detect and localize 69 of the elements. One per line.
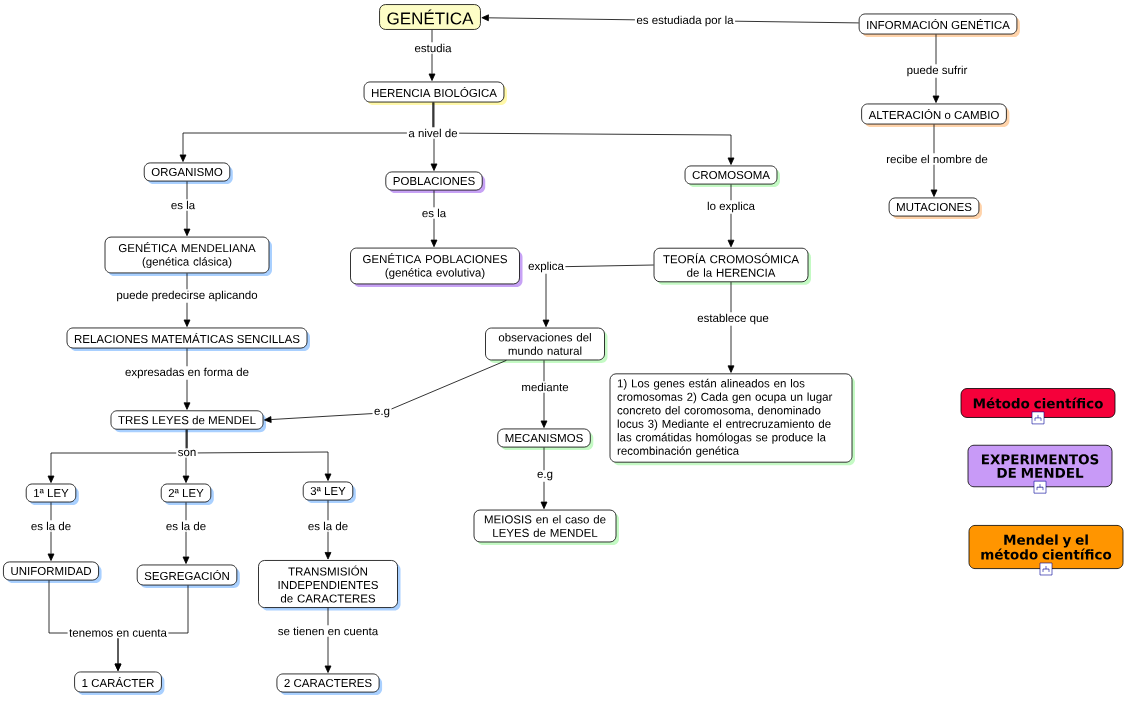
- edge-label: e.g: [535, 470, 555, 482]
- edge-label: expresadas en forma de: [123, 366, 251, 380]
- edge-label: puede sufrir: [905, 64, 969, 78]
- edge-label: a nivel de: [406, 127, 460, 139]
- concept-box: 2ª LEY: [160, 483, 214, 506]
- concept-box: ALTERACIÓN o CAMBIO: [861, 103, 1010, 128]
- edge-label: e.g: [372, 407, 392, 419]
- concept-box: UNIFORMIDAD: [3, 561, 102, 584]
- concept-box: MECANISMOS: [497, 428, 594, 451]
- arrow: [930, 124, 938, 197]
- concept-box: POBLACIONES: [385, 171, 486, 194]
- arrow: [727, 281, 735, 373]
- arrow: [932, 34, 940, 103]
- edge-label: es la de: [306, 520, 350, 532]
- edge-label: es estudiada por la: [634, 14, 736, 28]
- arrow: [540, 447, 548, 510]
- edge-label: explica: [526, 260, 566, 274]
- edge-label: es la de: [164, 520, 208, 532]
- arrow: [182, 429, 190, 483]
- edge-label: lo explica: [705, 200, 757, 214]
- edge-label: mediante: [519, 381, 571, 393]
- arrow: [542, 264, 654, 328]
- link-button: Método científico: [960, 388, 1116, 418]
- concept-box: CROMOSOMA: [684, 165, 780, 188]
- arrow: [540, 360, 548, 428]
- arrow: [324, 607, 332, 673]
- arrow: [183, 181, 191, 237]
- arrow: [430, 102, 438, 171]
- concept-box: observaciones del mundo natural: [485, 327, 608, 363]
- concept-box: ORGANISMO: [143, 162, 233, 185]
- concept-box: 3ª LEY: [302, 481, 356, 504]
- arrow: [183, 348, 191, 410]
- link-button: EXPERIMENTOS DE MENDEL: [967, 444, 1113, 488]
- arrow: [324, 500, 332, 560]
- edge-label: es la: [420, 207, 448, 219]
- concept-box: SEGREGACIÓN: [136, 564, 240, 589]
- concept-box: MEIOSIS en el caso de LEYES de MENDEL: [473, 509, 619, 545]
- edge-label: es la de: [29, 520, 73, 532]
- arrow: [428, 29, 436, 81]
- arrow: [432, 102, 735, 165]
- arrow: [186, 429, 332, 481]
- concept-box: HERENCIA BIOLÓGICA: [363, 81, 507, 106]
- edge-label: tenemos en cuenta: [67, 627, 169, 639]
- arrow: [430, 190, 438, 248]
- arrow: [182, 502, 190, 564]
- concept-box: GENÉTICA POBLACIONES (genética evolutiva): [350, 247, 523, 287]
- arrow: [183, 272, 191, 327]
- title-box: GENÉTICA: [379, 4, 484, 33]
- text-box: 1) Los genes están alineados en los cromosomas 2) Cada gen ocupa un lugar concreto del coromosoma, denominado locus 3) Mediante el entrecruzamiento de las cromátidas homólogas se produce la recombinación genética: [609, 373, 855, 466]
- edge-label: puede predecirse aplicando: [114, 289, 260, 303]
- edge-label: estudia: [412, 42, 454, 54]
- concept-box: MUTACIONES: [888, 197, 982, 220]
- edge-label: establece que: [695, 312, 771, 326]
- concept-box: TRES LEYES de MENDEL: [110, 410, 267, 433]
- arrow: [264, 360, 507, 423]
- concept-box: 1ª LEY: [25, 483, 79, 506]
- edge-label: se tienen en cuenta: [276, 625, 380, 637]
- concept-box: 1 CARÁCTER: [74, 671, 165, 696]
- arrow: [47, 502, 55, 561]
- link-button: Mendel y el método científico: [968, 525, 1124, 569]
- concept-box: INFORMACIÓN GENÉTICA: [858, 13, 1020, 38]
- edge-label: es la: [169, 199, 197, 211]
- concept-box: 2 CARACTERES: [276, 673, 383, 696]
- concept-box: TRANSMISIÓN INDEPENDIENTES de CARACTERES: [258, 560, 401, 611]
- edge-label: recibe el nombre de: [884, 153, 990, 165]
- concept-box: GENÉTICA MENDELIANA (genética clásica): [104, 236, 272, 276]
- concept-box: RELACIONES MATEMÁTICAS SENCILLAS: [66, 327, 310, 352]
- edge-label: son: [176, 448, 198, 458]
- concept-box: TEORÍA CROMOSÓMICA de la HERENCIA: [653, 247, 811, 285]
